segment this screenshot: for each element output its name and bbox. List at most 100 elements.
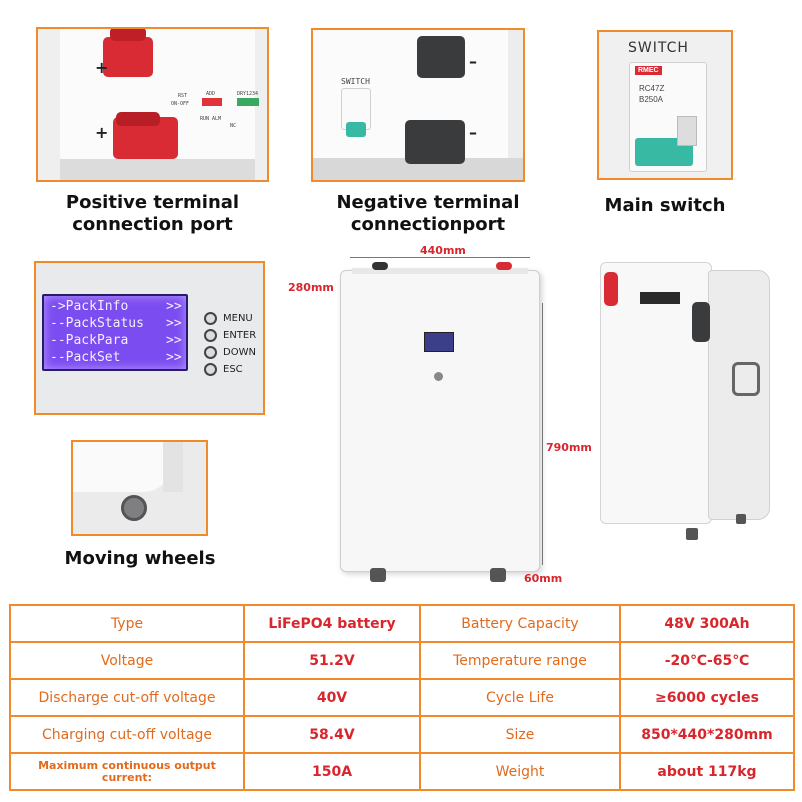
cabinet-top [352,268,528,274]
spec-table-body: Type LiFePO4 battery Battery Capacity 48… [9,604,795,791]
negative-terminal-top [417,36,465,78]
positive-terminal-photo: + + RST ON-OFF ADD DRY1234 RUN ALM NC [36,27,269,182]
table-row: Discharge cut-off voltage 40V Cycle Life… [9,678,795,717]
enter-button [204,329,217,342]
plus-sign: + [95,123,109,142]
wheel [490,568,506,582]
spec-label: Temperature range [419,641,621,680]
side-handle [732,362,760,396]
spec-label: Size [419,715,621,754]
spec-value: 150A [243,752,421,791]
spec-label: Charging cut-off voltage [9,715,245,754]
minus-sign: – [469,52,477,71]
wheel [736,514,746,524]
cabinet-side [163,442,183,492]
spec-label: Weight [419,752,621,791]
wheel [121,495,147,521]
wheel [370,568,386,582]
spec-value: about 117kg [619,752,795,791]
device-shadow [313,158,523,180]
spec-label: Cycle Life [419,678,621,717]
spec-label: Maximum continuous output current: [9,752,245,791]
spec-table: Type LiFePO4 battery Battery Capacity 48… [9,604,795,791]
cabinet-knob [434,372,443,381]
switch-label: SWITCH [341,77,370,86]
negative-caption: Negative terminal connectionport [336,192,520,235]
spec-value: 58.4V [243,715,421,754]
wheels-photo [71,440,208,536]
esc-button [204,363,217,376]
lcd-arrow: >> [166,299,182,314]
wheel [686,528,698,540]
table-row: Maximum continuous output current: 150A … [9,752,795,791]
main-switch-photo: SWITCH RMEC RC47Z B250A [597,30,733,180]
menu-label: MENU [223,313,253,324]
dry-contact-terminal [237,98,259,106]
spec-label: Voltage [9,641,245,680]
terminal-cap [110,29,146,41]
run-alm-label: RUN ALM [200,116,222,122]
top-terminal [496,262,512,270]
negative-terminal-photo: – – SWITCH [311,28,525,182]
wheel-dimension: 60mm [524,572,563,585]
lcd-arrow: >> [166,316,182,331]
lcd-panel-photo: ->PackInfo --PackStatus --PackPara --Pac… [34,261,265,415]
side-ports [640,292,680,304]
spec-label: Discharge cut-off voltage [9,678,245,717]
spec-label: Type [9,604,245,643]
add-label: ADD [206,91,216,97]
lcd-menu-item: --PackPara [50,333,129,348]
spec-value: 40V [243,678,421,717]
lcd-menu-item: ->PackInfo [50,299,129,314]
breaker-window [677,116,697,146]
lcd-menu-item: --PackSet [50,350,121,365]
onoff-label: ON-OFF [171,101,190,107]
lcd-menu-item: --PackStatus [50,316,144,331]
breaker-rating: B250A [639,95,664,104]
dip-switch [202,98,222,106]
table-row: Type LiFePO4 battery Battery Capacity 48… [9,604,795,643]
depth-dimension: 280mm [288,281,334,294]
height-dimension: 790mm [546,441,592,454]
device-shadow [60,159,255,180]
cabinet-corner [73,442,173,492]
switch-caption: Main switch [604,195,726,216]
terminal-cap [116,112,160,126]
minus-sign: – [469,123,477,142]
esc-label: ESC [223,364,243,375]
down-button [204,346,217,359]
menu-button [204,312,217,325]
lcd-screen: ->PackInfo --PackStatus --PackPara --Pac… [42,294,188,371]
breaker-model: RC47Z [639,84,665,93]
side-negative-terminal [692,302,710,342]
lcd-arrow: >> [166,333,182,348]
height-dimension-line [542,303,543,565]
enter-label: ENTER [223,330,257,341]
spec-value: LiFePO4 battery [243,604,421,643]
wheels-caption: Moving wheels [64,548,216,569]
cabinet-side-view [600,262,776,540]
spec-value: 850*440*280mm [619,715,795,754]
spec-label: Battery Capacity [419,604,621,643]
switch-lever [346,122,366,137]
spec-value: ≥6000 cycles [619,678,795,717]
positive-terminal-top [103,37,153,77]
table-row: Charging cut-off voltage 58.4V Size 850*… [9,715,795,754]
width-dimension-line [350,257,530,258]
cabinet-display [424,332,454,352]
spec-value: 51.2V [243,641,421,680]
negative-terminal-bottom [405,120,465,164]
rst-label: RST [178,93,188,99]
lcd-arrow: >> [166,350,182,365]
breaker-brand: RMEC [635,66,662,75]
spec-value: -20℃-65℃ [619,641,795,680]
switch-label: SWITCH [628,40,689,56]
down-label: DOWN [223,347,256,358]
table-row: Voltage 51.2V Temperature range -20℃-65℃ [9,641,795,680]
spec-value: 48V 300Ah [619,604,795,643]
cabinet-front [340,270,540,572]
positive-caption: Positive terminal connection port [65,192,240,235]
dry-contact-label: DRY1234 [237,91,259,97]
side-positive-terminal [604,272,618,306]
nc-label: NC [230,123,237,129]
